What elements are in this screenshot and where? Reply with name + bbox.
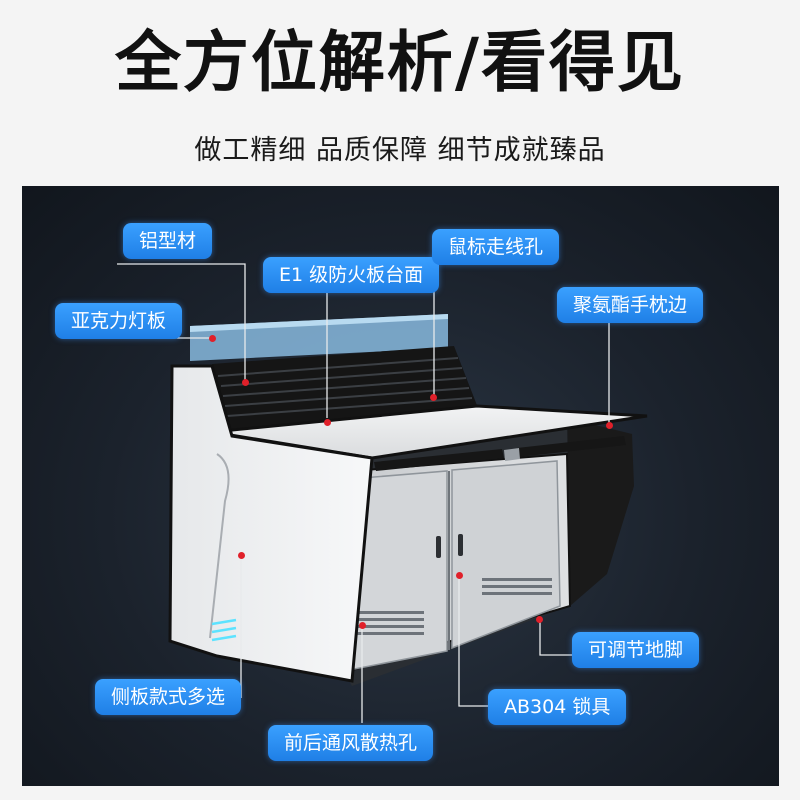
callout-mouse-cable-hole: 鼠标走线孔 xyxy=(432,229,560,265)
console-desk-illustration xyxy=(72,263,648,723)
page-title: 全方位解析/看得见 xyxy=(114,24,686,101)
callout-e1-fireproof-top: E1 级防火板台面 xyxy=(263,257,440,293)
callout-side-panel-styles: 侧板款式多选 xyxy=(95,679,242,715)
right-door xyxy=(451,460,561,650)
callout-aluminum-profile: 铝型材 xyxy=(123,223,213,259)
product-stage: 铝型材 E1 级防火板台面 鼠标走线孔 亚克力灯板 聚氨酯手枕边 可调节地脚 侧… xyxy=(22,186,779,786)
callout-polyurethane-armrest: 聚氨酯手枕边 xyxy=(557,287,704,323)
callout-vent-holes: 前后通风散热孔 xyxy=(268,725,434,761)
callout-adjustable-feet: 可调节地脚 xyxy=(572,632,700,668)
callout-ab304-lock: AB304 锁具 xyxy=(488,689,627,725)
callout-acrylic-light-panel: 亚克力灯板 xyxy=(55,303,183,339)
page-subtitle: 做工精细 品质保障 细节成就臻品 xyxy=(194,135,606,166)
